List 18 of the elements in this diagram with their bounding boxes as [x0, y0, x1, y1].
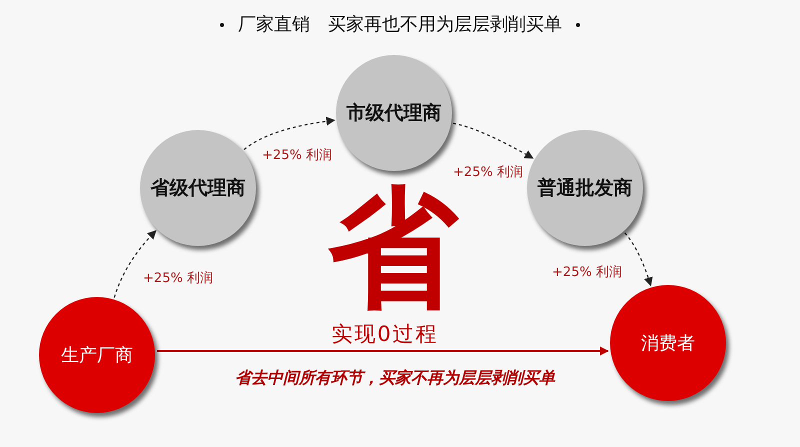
big-character: 省 [327, 184, 459, 312]
node-label: 普通批发商 [538, 176, 632, 201]
slogan-text: 省去中间所有环节，买家不再为层层剥削买单 [234, 368, 556, 389]
title: 厂家直销 买家再也不用为层层剥削买单 [238, 14, 562, 35]
edge-label: +25% 利润 [143, 270, 213, 287]
edge-label: 实现0过程 [331, 321, 439, 348]
node-label: 消费者 [641, 332, 695, 355]
edge-label: +25% 利润 [262, 147, 332, 164]
node-label: 省级代理商 [150, 176, 246, 201]
arrow [244, 116, 336, 150]
edge-label: +25% 利润 [552, 264, 622, 281]
arrow [452, 122, 534, 159]
node-label: 生产厂商 [61, 344, 133, 367]
node-label: 市级代理商 [346, 101, 442, 126]
arrow [114, 230, 156, 298]
edge-label: +25% 利润 [453, 164, 523, 181]
arrow [624, 232, 653, 286]
arrow [157, 346, 609, 356]
